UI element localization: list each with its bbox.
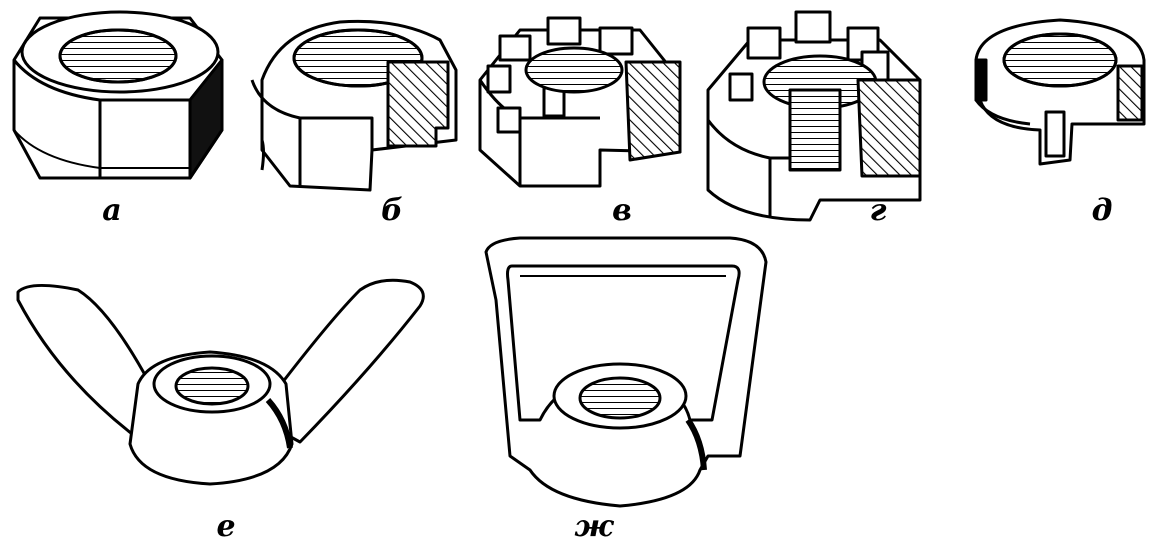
caption-zh: ж (574, 509, 614, 544)
castle-nut-v (478, 16, 682, 188)
caption-a: а (102, 193, 122, 228)
castle-nut-tall-g (706, 10, 922, 222)
hex-nut-sectioned-b (250, 19, 458, 192)
caption-e: е (216, 509, 236, 544)
caption-v: в (612, 193, 632, 228)
hex-nut-a (12, 10, 224, 180)
eye-nut-zh (484, 236, 768, 508)
caption-d: д (1091, 193, 1113, 228)
wing-nut-e (16, 278, 425, 486)
caption-b: б (381, 193, 403, 228)
round-nut-slotted-d (974, 18, 1146, 166)
caption-g: г (869, 193, 887, 228)
